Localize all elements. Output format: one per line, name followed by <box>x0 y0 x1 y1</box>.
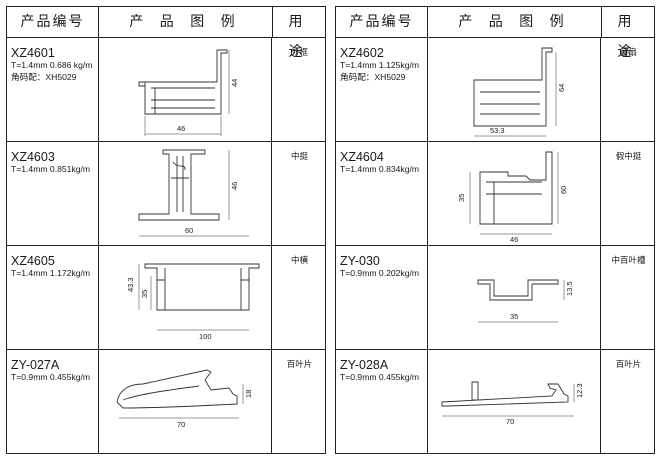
usage-label: 中横 <box>290 256 308 266</box>
right-catalog-table: 产品编号 产 品 图 例 用 途 XZ4602 T=1.4mm 1.125kg/… <box>335 6 655 454</box>
header-product-drawing: 产 品 图 例 <box>98 7 273 37</box>
dimension-label: 60 <box>559 186 568 194</box>
dimension-label: 35 <box>140 290 149 298</box>
dimension-label: 60 <box>185 226 193 235</box>
product-code: XZ4604 <box>340 150 384 164</box>
usage-label: 外框 <box>290 48 308 58</box>
product-code: XZ4603 <box>11 150 55 164</box>
usage-label: 中百叶槽 <box>611 256 646 266</box>
dimension-label: 46 <box>230 182 239 190</box>
product-code: ZY-030 <box>340 254 380 268</box>
profile-drawing: 13.5 35 <box>427 246 601 349</box>
profile-drawing: 12.3 70 <box>427 350 601 453</box>
table-header: 产品编号 产 品 图 例 用 途 <box>336 7 654 60</box>
dimension-label: 46 <box>177 124 185 133</box>
product-code: XZ4605 <box>11 254 55 268</box>
table-row: ZY-028A T=0.9mm 0.455kg/m 12.3 70 百叶片 <box>336 350 654 454</box>
profile-outline <box>144 49 228 115</box>
table-row: XZ4602 T=1.4mm 1.125kg/m 角码配：XH5029 64 5… <box>336 38 654 142</box>
usage-label: 假中挺 <box>615 152 642 162</box>
usage-label: 窗扇 <box>619 48 637 58</box>
profile-drawing: 46 60 <box>98 142 272 245</box>
product-code: XZ4601 <box>11 46 55 60</box>
product-spec: T=1.4mm 1.172kg/m <box>11 268 91 278</box>
dimension-label: 13.5 <box>565 281 574 296</box>
dimension-label: 18 <box>244 390 253 398</box>
dimension-label: 70 <box>177 420 185 429</box>
dimension-label: 100 <box>199 332 212 341</box>
dimension-label: 12.3 <box>575 383 584 398</box>
usage-label: 百叶片 <box>286 360 313 370</box>
product-spec: T=1.4mm 0.834kg/m <box>340 164 420 174</box>
dimension-label: 43.3 <box>126 277 135 292</box>
table-row: XZ4604 T=1.4mm 0.834kg/m 35 60 46 假中挺 <box>336 142 654 246</box>
profile-drawing: 18 70 <box>98 350 272 453</box>
profile-outline <box>441 383 569 407</box>
profile-outline <box>138 149 220 221</box>
usage-label: 中挺 <box>290 152 308 162</box>
profile-drawing: 43.3 35 100 <box>98 246 272 349</box>
profile-outline <box>116 369 238 409</box>
dimension-label: 44 <box>230 79 239 87</box>
table-header: 产品编号 产 品 图 例 用 途 <box>7 7 325 60</box>
dimension-label: 35 <box>457 194 466 202</box>
table-row: XZ4605 T=1.4mm 1.172kg/m 43.3 35 100 中横 <box>7 246 325 350</box>
product-code: ZY-027A <box>11 358 60 372</box>
profile-drawing: 44 46 <box>98 38 272 141</box>
corner-connector: 角码配：XH5029 <box>340 72 406 82</box>
table-row: ZY-030 T=0.9mm 0.202kg/m 13.5 35 中百叶槽 <box>336 246 654 350</box>
profile-outline <box>144 263 260 311</box>
product-spec: T=1.4mm 1.125kg/m <box>340 60 420 70</box>
table-row: XZ4601 T=1.4mm 0.686 kg/m 角码配：XH5029 44 … <box>7 38 325 142</box>
product-spec: T=1.4mm 0.851kg/m <box>11 164 91 174</box>
header-product-drawing: 产 品 图 例 <box>427 7 602 37</box>
dimension-label: 35 <box>510 312 518 321</box>
table-row: XZ4603 T=1.4mm 0.851kg/m 46 60 中挺 <box>7 142 325 246</box>
header-usage: 用 途 <box>288 14 311 60</box>
corner-connector: 角码配：XH5029 <box>11 72 77 82</box>
usage-label: 百叶片 <box>615 360 642 370</box>
profile-drawing: 35 60 46 <box>427 142 601 245</box>
header-product-code: 产品编号 <box>7 7 99 37</box>
product-spec: T=0.9mm 0.455kg/m <box>11 372 91 382</box>
profile-outline <box>473 47 553 127</box>
profile-drawing: 64 53.3 <box>427 38 601 141</box>
left-catalog-table: 产品编号 产 品 图 例 用 途 XZ4601 T=1.4mm 0.686 kg… <box>6 6 326 454</box>
product-spec: T=0.9mm 0.455kg/m <box>340 372 420 382</box>
product-code: XZ4602 <box>340 46 384 60</box>
product-spec: T=1.4mm 0.686 kg/m <box>11 60 93 70</box>
profile-outline <box>479 151 553 225</box>
table-row: ZY-027A T=0.9mm 0.455kg/m 18 70 百叶片 <box>7 350 325 454</box>
header-product-code: 产品编号 <box>336 7 428 37</box>
product-spec: T=0.9mm 0.202kg/m <box>340 268 420 278</box>
dimension-label: 70 <box>506 417 514 426</box>
dimension-label: 53.3 <box>490 126 505 135</box>
dimension-label: 64 <box>557 84 566 92</box>
header-usage: 用 途 <box>617 14 640 60</box>
dimension-label: 46 <box>510 235 518 244</box>
profile-outline <box>477 279 559 301</box>
product-code: ZY-028A <box>340 358 389 372</box>
